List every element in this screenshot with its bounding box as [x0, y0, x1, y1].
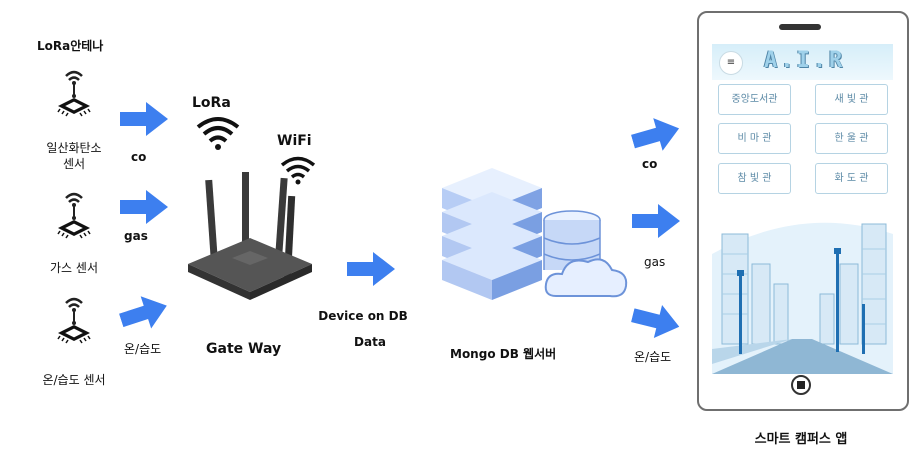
building-button-5[interactable]: 참 빛 관: [718, 163, 791, 194]
building-button-1[interactable]: 중앙도서관: [718, 84, 791, 115]
building-button-3[interactable]: 비 마 관: [718, 123, 791, 154]
building-button-2[interactable]: 새 빛 관: [815, 84, 888, 115]
lora-wifi-icon: [196, 117, 240, 150]
co-out-label: co: [642, 157, 658, 171]
co-in-label: co: [131, 150, 147, 164]
arrow-gas-out: [632, 204, 680, 238]
server-label: Mongo DB 웹서버: [450, 347, 557, 361]
arrow-temp-in: [116, 289, 172, 336]
temp-humidity-sensor-label: 온/습도 센서: [42, 373, 106, 387]
router-icon: [188, 172, 312, 300]
co-sensor-label: 일산화탄소 센서: [46, 141, 102, 171]
app-header: ≡ A.I.R: [712, 44, 893, 80]
gas-in-label: gas: [124, 229, 148, 243]
arrow-co-out: [628, 112, 684, 158]
wifi-label: WiFi: [277, 133, 312, 149]
transfer-label-line2: Data: [354, 335, 386, 349]
arrow-co-in: [120, 102, 168, 136]
app-screen: ≡ A.I.R 중앙도서관 새 빛 관 비 마 관 한 울 관 참 빛 관 화 …: [712, 44, 893, 374]
arrow-gas-in: [120, 190, 168, 224]
wifi-icon: [280, 156, 316, 185]
gateway-label: Gate Way: [206, 341, 282, 357]
arrow-gateway-to-db: [347, 252, 395, 286]
arrow-temp-out: [629, 299, 684, 344]
temp-humidity-sensor-icon: [54, 289, 94, 349]
home-button[interactable]: [791, 375, 811, 395]
lora-label: LoRa: [192, 95, 231, 111]
database-server-icon: [442, 168, 628, 300]
gas-sensor-label: 가스 센서: [50, 261, 98, 275]
lora-antenna-label: LoRa안테나: [37, 39, 104, 53]
city-illustration: [712, 214, 893, 374]
building-button-6[interactable]: 화 도 관: [815, 163, 888, 194]
temp-out-label: 온/습도: [634, 350, 672, 364]
temp-in-label: 온/습도: [124, 342, 162, 356]
phone-speaker: [779, 24, 821, 30]
menu-icon[interactable]: ≡: [719, 51, 743, 75]
app-caption: 스마트 캠퍼스 앱: [754, 432, 848, 447]
transfer-label-line1: Device on DB: [318, 309, 408, 323]
building-button-4[interactable]: 한 울 관: [815, 123, 888, 154]
app-title: A.I.R: [764, 48, 846, 73]
gas-out-label: gas: [644, 255, 666, 269]
gas-sensor-icon: [54, 184, 94, 244]
co-sensor-icon: [54, 62, 94, 122]
